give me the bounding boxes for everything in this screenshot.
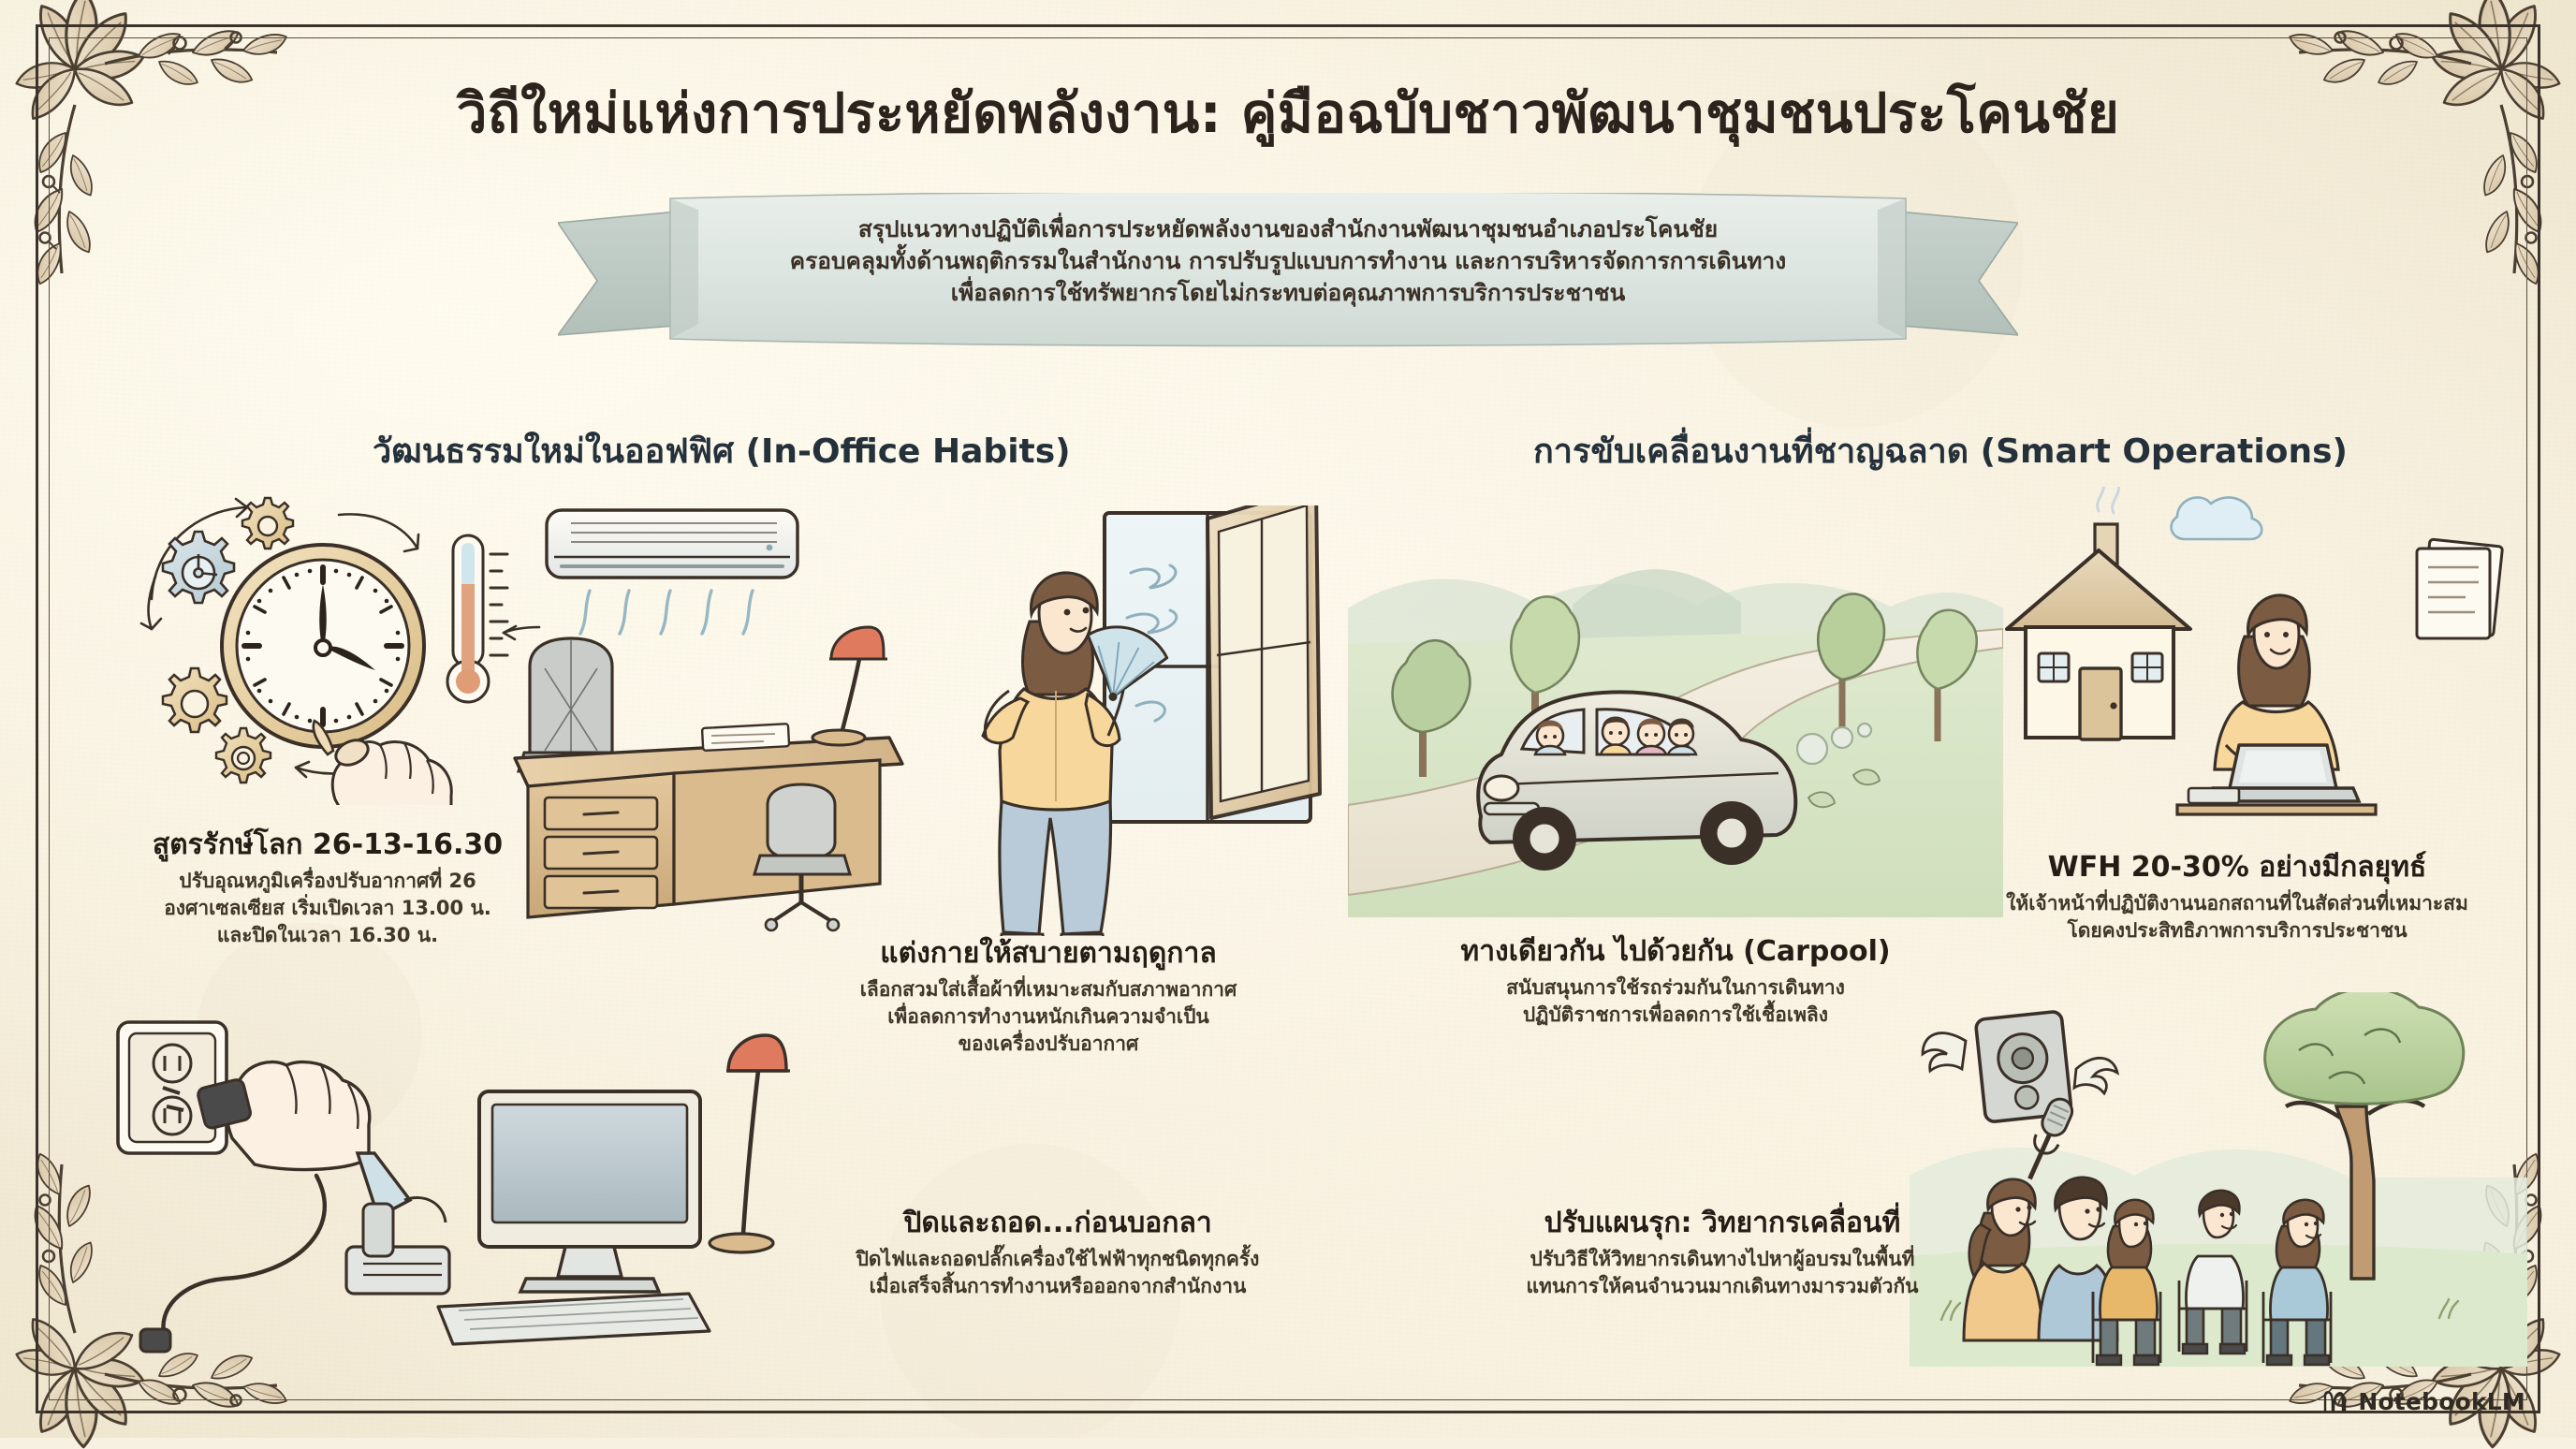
illustration-unplug-socket-and-monitor (116, 1020, 790, 1354)
item-switch-off-unplug-line-1: ปิดไฟและถอดปลั๊กเครื่องใช้ไฟฟ้าทุกชนิดทุ… (856, 1248, 1260, 1270)
notebooklm-arc-icon (2324, 1391, 2347, 1412)
section-right-label: การขับเคลื่อนงานที่ชาญฉลาด (Smart Operat… (1533, 432, 2348, 471)
ribbon-line-1: สรุปแนวทางปฏิบัติเพื่อการประหยัดพลังงานข… (857, 215, 1719, 242)
item-eco-formula-line-3: และปิดในเวลา 16.30 น. (216, 924, 439, 946)
section-left-label: วัฒนธรรมใหม่ในออฟฟิศ (In-Office Habits) (373, 432, 1071, 471)
notebooklm-badge: NotebookLM (2321, 1387, 2525, 1415)
illustration-wfh-home-office (2005, 487, 2504, 816)
page-title: วิถีใหม่แห่งการประหยัดพลังงาน: คู่มือฉบั… (456, 81, 2120, 145)
item-wfh-strategy-line-2: โดยคงประสิทธิภาพการบริการประชาชน (2067, 919, 2408, 942)
item-eco-formula-line-1: ปรับอุณหภูมิเครื่องปรับอากาศที่ 26 (179, 870, 476, 892)
item-carpool-line-2: ปฏิบัติราชการเพื่อลดการใช้เชื้อเพลิง (1522, 1003, 1829, 1026)
illustration-office-desk (513, 625, 904, 932)
item-wfh-strategy-heading: WFH 20-30% อย่างมีกลยุทธ์ (2047, 851, 2427, 884)
item-carpool-line-1: สนับสนุนการใช้รถร่วมกันในการเดินทาง (1506, 976, 1845, 999)
section-heading-smart-operations: การขับเคลื่อนงานที่ชาญฉลาด (Smart Operat… (1490, 410, 2385, 488)
item-mobile-lecturer-line-1: ปรับวิธีให้วิทยากรเดินทางไปหาผู้อบรมในพื… (1530, 1248, 1915, 1270)
item-switch-off-unplug: ปิดและถอด...ก่อนบอกลา ปิดไฟและถอดปลั๊กเค… (768, 1206, 1348, 1300)
illustration-clock-gears-thermometer (139, 496, 541, 805)
ribbon-line-2: ครอบคลุมทั้งด้านพฤติกรรมในสำนักงาน การปร… (789, 247, 1787, 274)
item-carpool-heading: ทางเดียวกัน ไปด้วยกัน (Carpool) (1460, 935, 1891, 968)
item-mobile-lecturer-line-2: แทนการให้คนจำนวนมากเดินทางมารวมตัวกัน (1526, 1275, 1919, 1297)
item-seasonal-dress-heading: แต่งกายให้สบายตามฤดูกาล (880, 937, 1217, 970)
item-wfh-strategy-line-1: ให้เจ้าหน้าที่ปฏิบัติงานนอกสถานที่ในสัดส… (2006, 892, 2468, 915)
corner-ornament-top-right (2286, 0, 2565, 288)
item-seasonal-dress-line-2: เพื่อลดการทำงานหนักเกินความจำเป็น (887, 1005, 1209, 1028)
item-mobile-lecturer: ปรับแผนรุก: วิทยากรเคลื่อนที่ ปรับวิธีให… (1423, 1206, 2022, 1300)
item-seasonal-dress: แต่งกายให้สบายตามฤดูกาล เลือกสวมใส่เสื้อ… (786, 936, 1310, 1058)
item-eco-formula: สูตรรักษ์โลก 26-13-16.30 ปรับอุณหภูมิเคร… (84, 827, 571, 949)
summary-ribbon: สรุปแนวทางปฏิบัติเพื่อการประหยัดพลังงานข… (558, 193, 2018, 350)
item-seasonal-dress-line-3: ของเครื่องปรับอากาศ (958, 1032, 1139, 1055)
notebooklm-label: NotebookLM (2358, 1387, 2525, 1415)
item-switch-off-unplug-line-2: เมื่อเสร็จสิ้นการทำงานหรือออกจากสำนักงาน (869, 1275, 1247, 1297)
illustration-woman-with-fan-open-window (981, 505, 1322, 936)
section-heading-in-office-habits: วัฒนธรรมใหม่ในออฟฟิศ (In-Office Habits) (329, 413, 1108, 488)
ribbon-line-3: เพื่อลดการใช้ทรัพยากรโดยไม่กระทบต่อคุณภา… (950, 279, 1626, 306)
ribbon-text: สรุปแนวทางปฏิบัติเพื่อการประหยัดพลังงานข… (558, 213, 2018, 309)
item-switch-off-unplug-heading: ปิดและถอด...ก่อนบอกลา (903, 1207, 1212, 1239)
illustration-outdoor-training-under-tree (1910, 992, 2527, 1367)
item-mobile-lecturer-heading: ปรับแผนรุก: วิทยากรเคลื่อนที่ (1544, 1207, 1901, 1239)
item-carpool: ทางเดียวกัน ไปด้วยกัน (Carpool) สนับสนุน… (1385, 934, 1966, 1029)
illustration-carpool-car-on-road (1348, 569, 2003, 917)
item-eco-formula-line-2: องศาเซลเซียส เริ่มเปิดเวลา 13.00 น. (164, 897, 491, 919)
illustration-air-conditioner (545, 508, 799, 636)
item-eco-formula-heading: สูตรรักษ์โลก 26-13-16.30 (152, 828, 504, 861)
item-wfh-strategy: WFH 20-30% อย่างมีกลยุทธ์ ให้เจ้าหน้าที่… (1947, 850, 2527, 944)
item-seasonal-dress-line-1: เลือกสวมใส่เสื้อผ้าที่เหมาะสมกับสภาพอากา… (859, 978, 1237, 1001)
